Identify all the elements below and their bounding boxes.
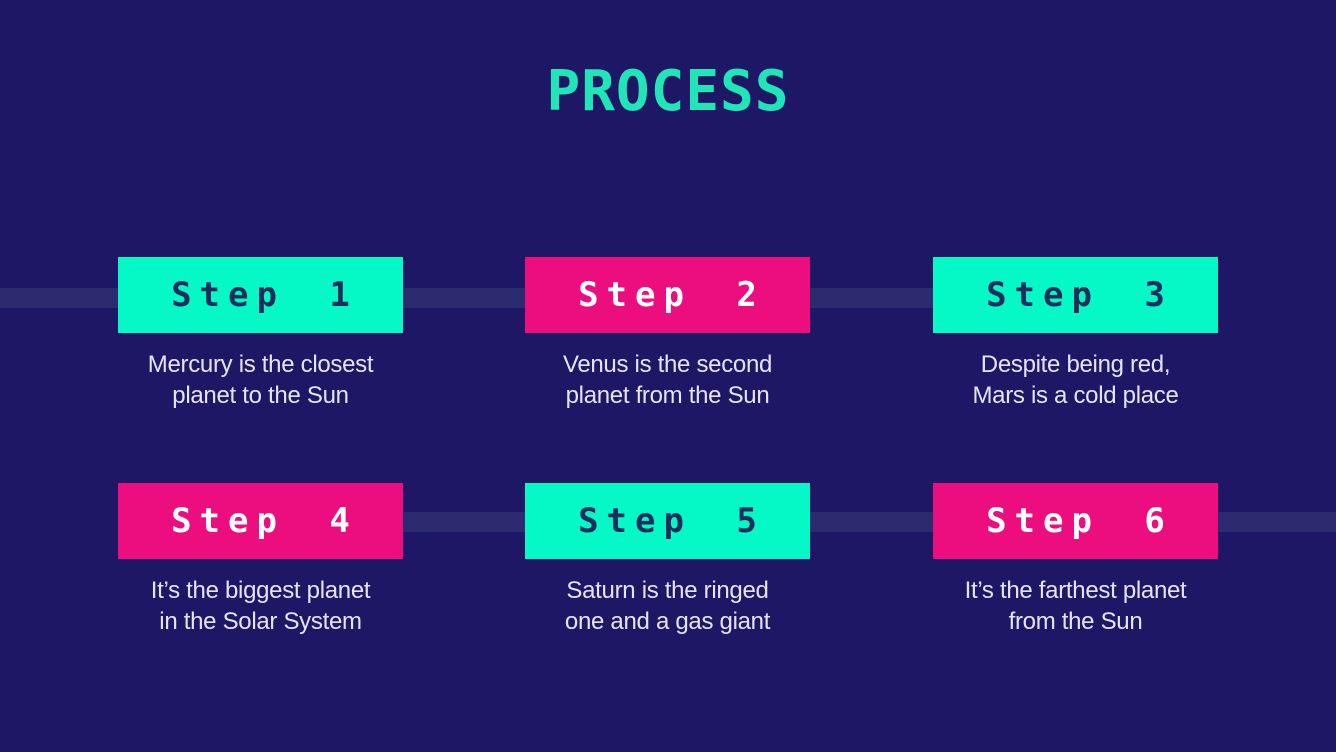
step-4-description-line2: in the Solar System	[159, 608, 362, 635]
step-4-description-line1: It’s the biggest planet	[150, 577, 371, 604]
step-5-description-line2: one and a gas giant	[564, 608, 771, 635]
step-5-description-line1: Saturn is the ringed	[566, 577, 769, 604]
step-5-description: Saturn is the ringed one and a gas giant	[485, 575, 850, 637]
step-1-description-line2: planet to the Sun	[172, 382, 349, 409]
step-3-description-line1: Despite being red,	[980, 351, 1171, 378]
step-2-description: Venus is the second planet from the Sun	[485, 349, 850, 411]
step-2-description-line1: Venus is the second	[562, 351, 773, 378]
step-1-description: Mercury is the closest planet to the Sun	[78, 349, 443, 411]
step-4-description: It’s the biggest planet in the Solar Sys…	[78, 575, 443, 637]
step-6-description-line2: from the Sun	[1008, 608, 1143, 635]
step-1-box: Step 1	[118, 257, 403, 333]
step-1-description-line1: Mercury is the closest	[147, 351, 374, 378]
step-3-description-line2: Mars is a cold place	[972, 382, 1179, 409]
step-5-box: Step 5	[525, 483, 810, 559]
step-2-box: Step 2	[525, 257, 810, 333]
step-4-box: Step 4	[118, 483, 403, 559]
step-6-description-line1: It’s the farthest planet	[964, 577, 1187, 604]
step-3-box: Step 3	[933, 257, 1218, 333]
step-6-box: Step 6	[933, 483, 1218, 559]
step-6-description: It’s the farthest planet from the Sun	[893, 575, 1258, 637]
page-title: PROCESS	[546, 59, 790, 124]
step-3-description: Despite being red, Mars is a cold place	[893, 349, 1258, 411]
step-2-description-line2: planet from the Sun	[565, 382, 770, 409]
